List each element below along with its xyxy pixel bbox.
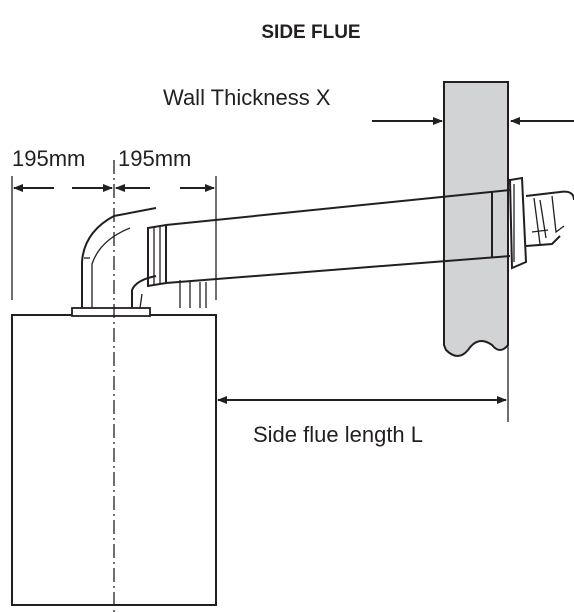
- diagram-title: SIDE FLUE: [261, 22, 360, 43]
- dimension-label-left: 195mm: [12, 146, 85, 171]
- flue-length-label: Side flue length L: [253, 422, 423, 447]
- flue-terminal: [508, 176, 574, 270]
- wall: [443, 81, 509, 357]
- flue-length-dimension: [217, 345, 509, 422]
- flue-elbow: [81, 207, 207, 309]
- flue-pipe: [165, 189, 511, 284]
- dimension-label-right: 195mm: [118, 146, 191, 171]
- wall-thickness-label: Wall Thickness X: [163, 85, 331, 110]
- horizontal-offset-dimension: [11, 176, 217, 300]
- wall-thickness-dimension: [372, 82, 574, 130]
